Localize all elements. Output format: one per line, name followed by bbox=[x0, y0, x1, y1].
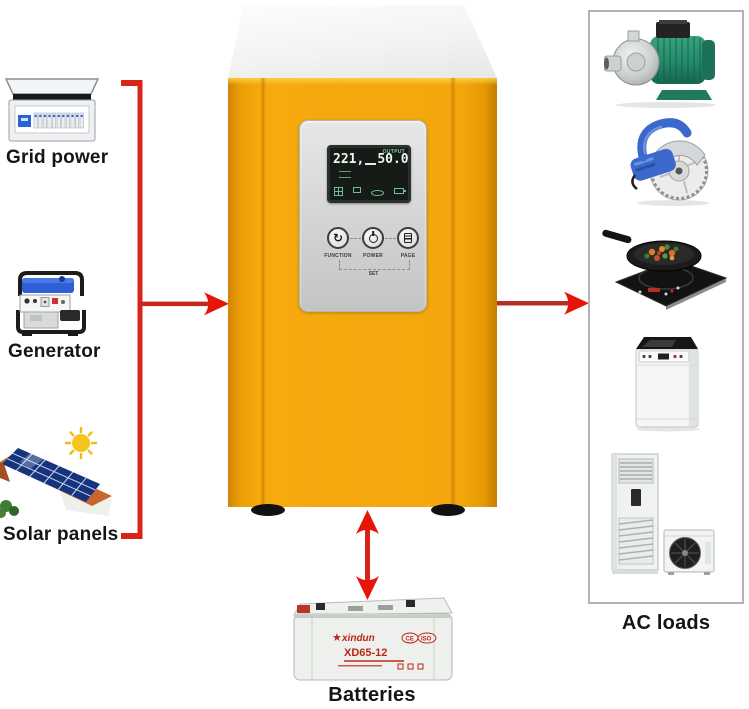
power-button-label: POWER bbox=[363, 253, 383, 259]
lcd-inverter-icon bbox=[353, 187, 361, 193]
tile-cutter-image bbox=[630, 118, 709, 206]
cooker-controls bbox=[638, 286, 680, 296]
set-bracket bbox=[339, 260, 410, 270]
page-button-label: PAGE bbox=[400, 253, 416, 259]
lcd-cursor bbox=[365, 163, 377, 165]
grid-power-label: Grid power bbox=[6, 147, 109, 168]
lcd-frequency-reading: 50.0 bbox=[377, 152, 409, 167]
inverter-foot-left bbox=[251, 504, 285, 516]
ac-loads-box bbox=[588, 10, 744, 604]
breaker-row bbox=[33, 112, 84, 129]
battery-model: XD65-12 bbox=[344, 647, 387, 659]
page-button[interactable] bbox=[397, 227, 419, 249]
lcd-solar-panel-icon bbox=[334, 187, 343, 196]
handle bbox=[637, 118, 692, 162]
ac-loads-label: AC loads bbox=[621, 612, 711, 634]
sun-icon bbox=[64, 426, 98, 460]
battery-image: ★ xindun XD65-12 CE ISO bbox=[293, 597, 453, 681]
lcd-mode-indicator bbox=[339, 171, 351, 178]
lcd-battery-icon bbox=[394, 188, 406, 194]
batteries-label: Batteries bbox=[328, 684, 416, 706]
svg-text:★: ★ bbox=[332, 631, 342, 644]
page-icon bbox=[404, 233, 412, 243]
stir-fry-food bbox=[644, 244, 679, 261]
power-cord bbox=[631, 174, 638, 190]
svg-text:xindun: xindun bbox=[341, 633, 375, 644]
battery-terminal-cover bbox=[297, 605, 310, 613]
inverter-lcd-display: 221, 50.0 OUTPUT bbox=[327, 145, 411, 203]
svg-text:CE: CE bbox=[406, 637, 414, 643]
set-label: SET bbox=[368, 271, 379, 277]
power-button[interactable] bbox=[362, 227, 384, 249]
function-button[interactable]: ↻ bbox=[327, 227, 349, 249]
board-lid bbox=[4, 78, 100, 95]
generator-frame bbox=[18, 271, 84, 296]
wok-handle bbox=[602, 229, 632, 244]
washing-machine-image bbox=[635, 337, 700, 432]
water-pump-image bbox=[604, 20, 716, 108]
solar-panels-label: Solar panels bbox=[3, 524, 119, 545]
ac-display bbox=[631, 489, 641, 506]
inverter-top-face bbox=[228, 5, 497, 78]
inverter-battery-double-arrow bbox=[356, 510, 379, 600]
generator-label: Generator bbox=[8, 341, 101, 362]
svg-text:ISO: ISO bbox=[421, 637, 432, 643]
function-button-label: FUNCTION bbox=[324, 253, 352, 259]
lcd-output-label: OUTPUT bbox=[382, 149, 405, 155]
induction-cooker-image bbox=[602, 229, 728, 310]
solar-panels-image bbox=[0, 426, 112, 518]
generator-image bbox=[16, 271, 86, 336]
battery-cert-badges: CE ISO bbox=[401, 632, 437, 644]
pump-base bbox=[656, 90, 712, 100]
power-icon bbox=[368, 233, 378, 243]
air-conditioner-image bbox=[611, 453, 715, 575]
bush bbox=[0, 500, 19, 518]
grid-power-image bbox=[4, 78, 100, 142]
function-rotate-icon: ↻ bbox=[332, 231, 344, 245]
inverter-to-loads-arrow bbox=[497, 291, 589, 315]
terminal-box bbox=[656, 22, 690, 38]
lcd-load-icon bbox=[371, 190, 384, 196]
inverter-foot-right bbox=[431, 504, 465, 516]
sources-to-inverter-arrow bbox=[139, 292, 229, 316]
battery-brand-logo: ★ xindun bbox=[332, 631, 375, 644]
sources-bracket-line bbox=[121, 80, 143, 539]
lcd-voltage-reading: 221, bbox=[333, 152, 365, 167]
muffler bbox=[60, 310, 80, 321]
